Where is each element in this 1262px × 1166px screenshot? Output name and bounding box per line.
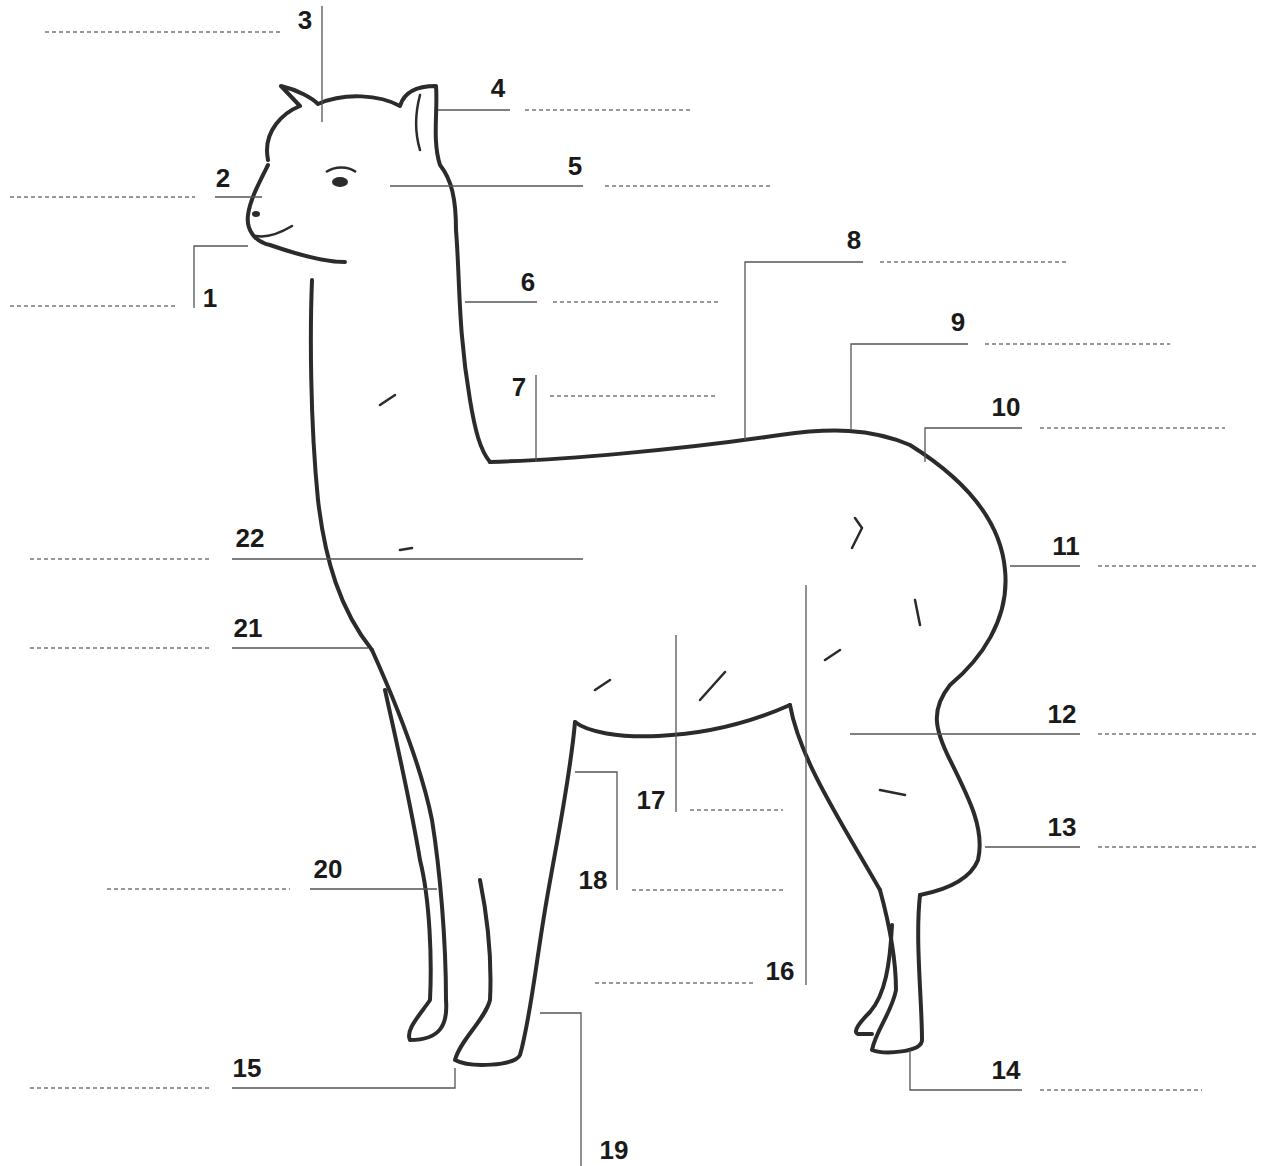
callout-number: 12 xyxy=(1047,701,1078,727)
callout-number: 9 xyxy=(950,309,966,335)
leader-line xyxy=(851,344,968,430)
answer-line xyxy=(1098,846,1258,847)
answer-line xyxy=(10,196,195,197)
alpaca-outline xyxy=(248,86,1006,1065)
callout-number: 8 xyxy=(846,227,862,253)
callout-number: 3 xyxy=(297,7,313,33)
callout-number: 2 xyxy=(215,165,231,191)
callout-number: 10 xyxy=(991,394,1022,420)
answer-line xyxy=(525,109,693,110)
leader-line xyxy=(675,635,676,812)
leader-line xyxy=(540,1013,581,1166)
alpaca-ear-inner xyxy=(416,95,420,150)
leader-line xyxy=(321,6,322,122)
alpaca-belly xyxy=(575,705,790,736)
answer-line xyxy=(30,558,212,559)
answer-line xyxy=(1040,427,1225,428)
callout-number: 16 xyxy=(765,958,796,984)
leader-line xyxy=(438,109,510,110)
alpaca-hind-leg-far xyxy=(856,925,892,1034)
callout-number: 21 xyxy=(233,615,264,641)
answer-line xyxy=(1098,565,1258,566)
leader-line xyxy=(310,888,437,889)
answer-lines xyxy=(10,32,1258,1090)
leader-line xyxy=(232,1068,455,1088)
answer-line xyxy=(107,888,290,889)
answer-line xyxy=(595,982,755,983)
alpaca-front-leg-far xyxy=(372,650,446,1040)
answer-line xyxy=(10,305,178,306)
leader-line xyxy=(925,428,1022,462)
answer-line xyxy=(550,395,716,396)
alpaca-nostril xyxy=(252,211,260,217)
alpaca-front-neck xyxy=(311,280,372,650)
leader-line xyxy=(465,301,537,302)
callout-number: 22 xyxy=(235,525,266,551)
callout-number: 5 xyxy=(567,153,583,179)
callout-number: 20 xyxy=(313,856,344,882)
answer-line xyxy=(45,31,280,32)
alpaca-brow xyxy=(326,168,356,173)
leader-line xyxy=(850,733,1080,734)
alpaca-snout xyxy=(248,165,345,262)
answer-line xyxy=(632,889,783,890)
answer-line xyxy=(30,647,212,648)
leader-line xyxy=(1010,565,1080,566)
answer-line xyxy=(1040,1089,1202,1090)
leader-line xyxy=(535,375,536,462)
answer-line xyxy=(985,343,1170,344)
callout-number: 13 xyxy=(1047,814,1078,840)
leader-line xyxy=(390,185,583,186)
callout-number: 18 xyxy=(578,867,609,893)
callout-number: 11 xyxy=(1051,533,1081,559)
alpaca-head-neck-back xyxy=(267,86,490,462)
callout-number: 1 xyxy=(202,285,218,311)
answer-line xyxy=(880,261,1068,262)
callout-number: 17 xyxy=(636,787,667,813)
leader-lines xyxy=(194,6,1080,1166)
leader-line xyxy=(745,262,863,440)
leader-line xyxy=(805,585,806,985)
leader-line xyxy=(985,846,1080,847)
answer-line xyxy=(605,185,770,186)
answer-line xyxy=(30,1087,212,1088)
callout-number: 4 xyxy=(490,75,506,101)
alpaca-eye xyxy=(332,177,348,187)
alpaca-mouth xyxy=(256,226,292,236)
alpaca-back-rump xyxy=(490,431,1006,895)
leader-line xyxy=(215,196,262,197)
alpaca-fleece-tuft xyxy=(380,395,920,795)
callout-number: 7 xyxy=(511,374,527,400)
leader-line xyxy=(232,558,583,559)
alpaca-hind-leg xyxy=(872,890,922,1052)
leader-line xyxy=(910,1050,1022,1090)
callout-number: 6 xyxy=(520,269,536,295)
answer-line xyxy=(553,301,720,302)
callout-number: 19 xyxy=(599,1137,630,1163)
answer-line xyxy=(690,809,783,810)
alpaca-hind-leg-front xyxy=(790,705,880,890)
callout-number: 14 xyxy=(991,1057,1022,1083)
callout-number: 15 xyxy=(232,1055,263,1081)
answer-line xyxy=(1098,733,1258,734)
leader-line xyxy=(232,647,368,648)
